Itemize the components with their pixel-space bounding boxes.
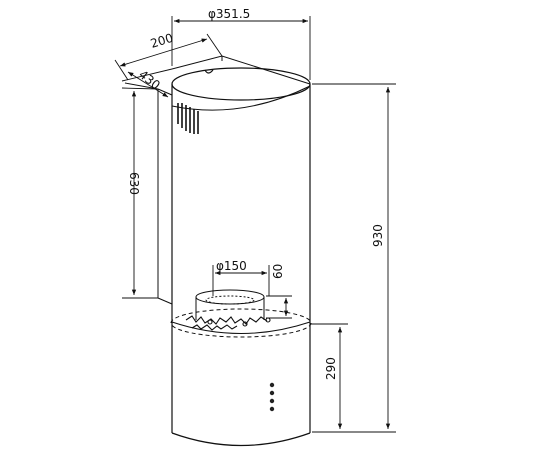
label-outlet-height: 60 <box>271 264 285 279</box>
button-dot-icon <box>269 398 275 404</box>
hood-body <box>171 67 311 447</box>
label-outlet-diameter: φ150 <box>216 259 247 273</box>
control-buttons <box>269 382 275 412</box>
dim-canopy-height <box>310 323 348 429</box>
canopy-dashed-ellipse <box>170 308 312 338</box>
button-dot-icon <box>269 390 275 396</box>
dim-outlet-diameter <box>212 265 270 296</box>
dim-bracket-depth <box>121 68 173 98</box>
label-total-height: 930 <box>371 224 385 247</box>
canopy-top-line <box>171 321 311 334</box>
dim-bracket-width <box>114 33 223 81</box>
dim-chimney-height <box>121 87 159 299</box>
button-dot-icon <box>269 382 275 388</box>
label-canopy-height: 290 <box>324 357 338 380</box>
button-dot-icon <box>269 406 275 412</box>
dim-total-height <box>312 83 396 433</box>
outlet-duct <box>195 289 265 320</box>
outlet-top-ellipse <box>195 289 265 305</box>
label-bracket-width: 200 <box>149 31 175 51</box>
label-chimney-height: 630 <box>127 172 141 195</box>
filter-mechanism-icon <box>185 315 271 331</box>
label-top-diameter: φ351.5 <box>208 7 250 21</box>
dim-top-diameter <box>171 16 311 80</box>
vent-slits-icon <box>177 103 199 134</box>
bottom-curve <box>171 432 311 447</box>
mount-hook-icon <box>204 69 214 74</box>
dim-outlet-height <box>266 295 292 319</box>
top-join-curve <box>171 85 311 111</box>
